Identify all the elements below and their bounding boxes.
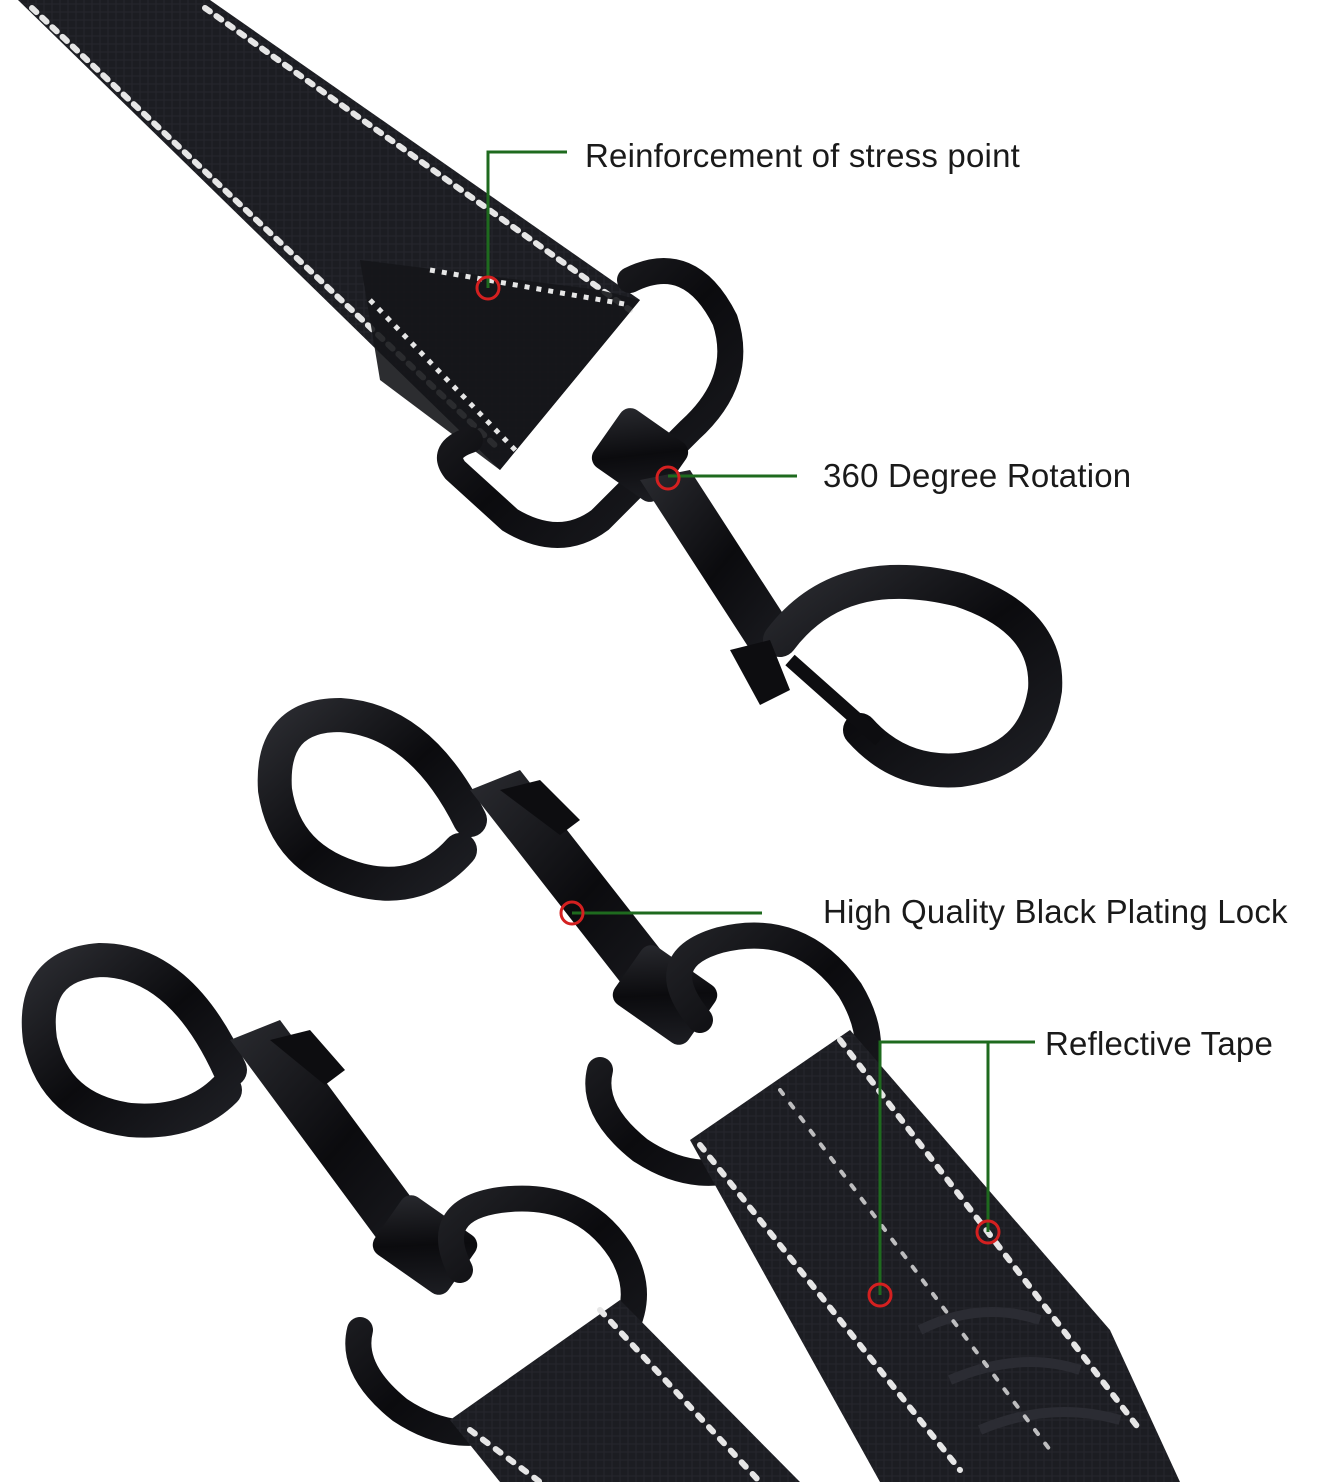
- marker-rotation: [655, 465, 681, 491]
- marker-reflective-tape-1: [867, 1282, 893, 1308]
- marker-reflective-tape-2: [975, 1219, 1001, 1245]
- leader-stress-point: [475, 150, 567, 301]
- leader-plating-lock: [559, 900, 762, 926]
- leader-rotation: [655, 465, 797, 491]
- top-leash-strap: [18, 0, 640, 470]
- marker-stress-point: [475, 275, 501, 301]
- bottom-d-ring: [345, 1185, 647, 1446]
- bottom-snap-hook: [21, 942, 478, 1295]
- marker-plating-lock: [559, 900, 585, 926]
- callout-rotation: 360 Degree Rotation: [823, 457, 1132, 494]
- middle-leash-strap: [690, 1030, 1180, 1482]
- callout-stress-point: Reinforcement of stress point: [585, 137, 1020, 174]
- top-snap-hook: [591, 408, 1063, 788]
- bottom-leash-strap: [450, 1300, 800, 1482]
- callout-plating-lock: High Quality Black Plating Lock: [823, 893, 1288, 930]
- middle-d-ring: [585, 922, 881, 1186]
- middle-snap-hook: [257, 697, 718, 1045]
- callout-reflective-tape: Reflective Tape: [1045, 1025, 1274, 1062]
- leader-reflective-tape: [867, 1040, 1035, 1308]
